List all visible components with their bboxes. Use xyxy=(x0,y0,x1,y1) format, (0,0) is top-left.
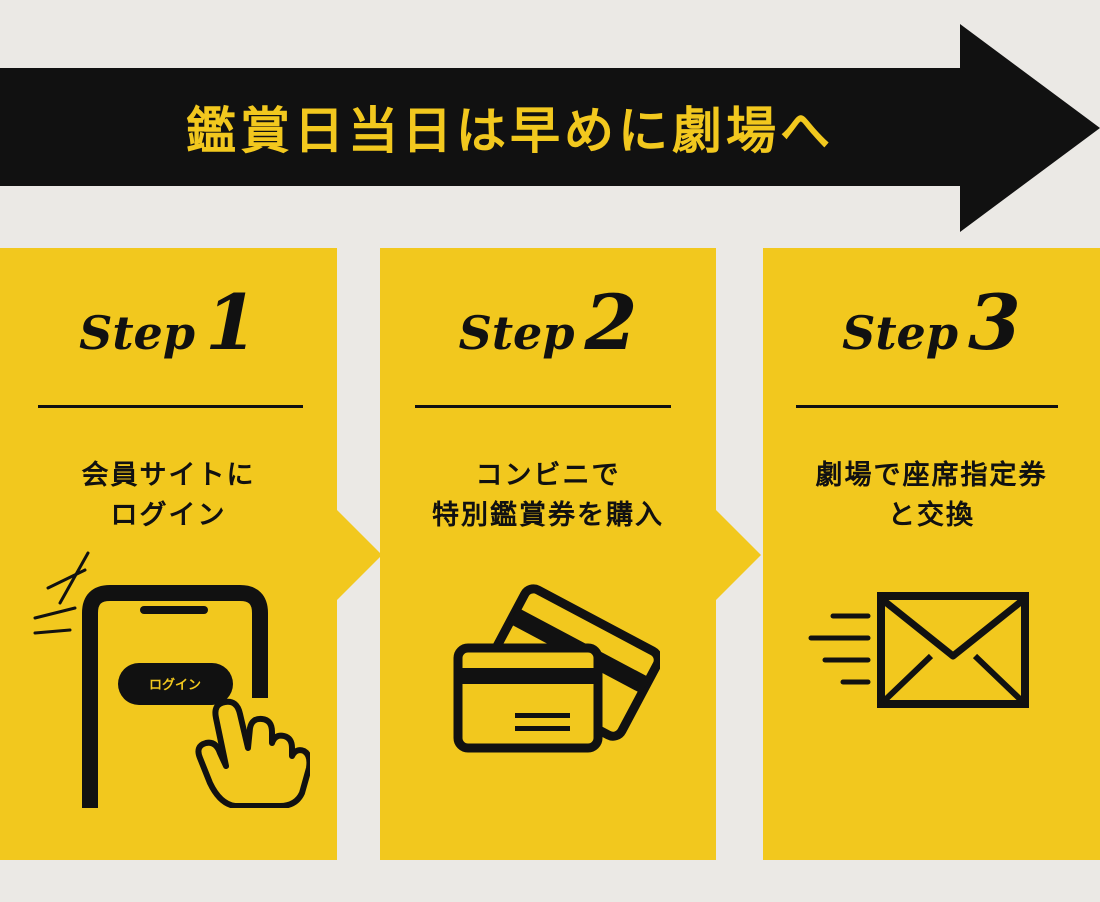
divider xyxy=(415,405,671,408)
header-banner: 鑑賞日当日は早めに劇場へ xyxy=(0,0,1100,240)
description-line: 劇場で座席指定券 xyxy=(815,460,1048,491)
description-line: と交換 xyxy=(888,500,975,531)
description-line: 会員サイトに xyxy=(81,460,256,491)
credit-card-icon xyxy=(453,584,660,753)
step-panel-3: Step 3 劇場で座席指定券 と交換 xyxy=(763,248,1100,860)
step-description-2: コンビニで 特別鑑賞券を購入 xyxy=(380,456,716,536)
step-number: 1 xyxy=(205,278,258,367)
smartphone-tap-icon: ログイン xyxy=(33,551,310,808)
step-description-3: 劇場で座席指定券 と交換 xyxy=(763,456,1100,536)
step-word: Step xyxy=(458,306,575,360)
login-button-label: ログイン xyxy=(149,677,201,693)
description-line: 特別鑑賞券を購入 xyxy=(432,500,664,531)
envelope-icon xyxy=(808,592,1029,708)
step-number: 2 xyxy=(584,278,638,367)
step-word: Step xyxy=(842,306,958,360)
step-word: Step xyxy=(79,306,195,360)
step-heading-2: Step 2 xyxy=(380,278,716,367)
description-line: コンビニで xyxy=(475,460,621,491)
arrow-banner-shape xyxy=(0,24,1100,232)
divider xyxy=(796,405,1058,408)
step-heading-1: Step 1 xyxy=(0,278,337,367)
description-line: ログイン xyxy=(110,500,227,531)
step-connector-arrow xyxy=(337,510,382,600)
step-panel-1: Step 1 会員サイトに ログイン ログイン xyxy=(0,248,337,860)
banner-title: 鑑賞日当日は早めに劇場へ xyxy=(186,102,834,160)
step-panel-2: Step 2 コンビニで 特別鑑賞券を購入 xyxy=(380,248,716,860)
step-heading-3: Step 3 xyxy=(763,278,1100,367)
step-number: 3 xyxy=(968,278,1021,367)
divider xyxy=(38,405,303,408)
step-connector-arrow xyxy=(716,510,761,600)
step-description-1: 会員サイトに ログイン xyxy=(0,456,337,536)
